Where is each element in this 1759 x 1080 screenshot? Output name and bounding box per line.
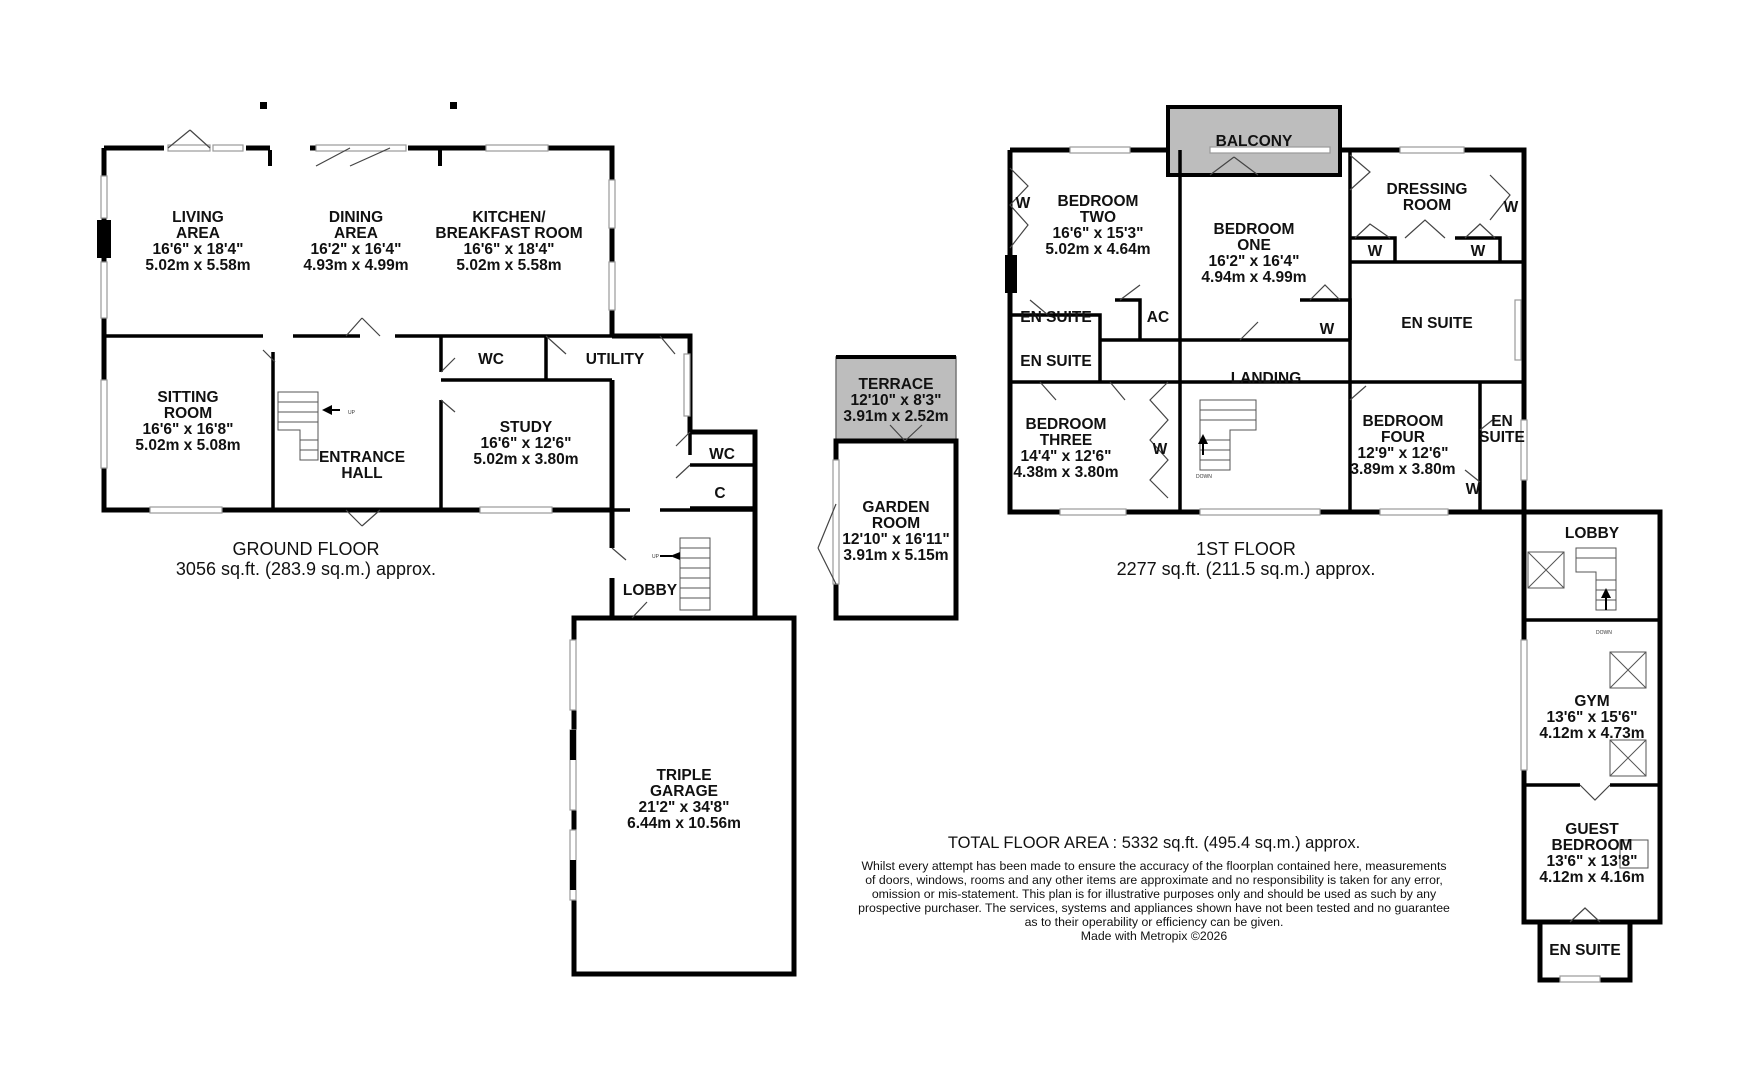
stair-up-label: UP bbox=[652, 554, 660, 560]
ground-floor-area: 3056 sq.ft. (283.9 sq.m.) approx. bbox=[176, 559, 436, 579]
room-utility: UTILITY bbox=[586, 351, 645, 368]
stair-down-label: DOWN bbox=[1196, 474, 1212, 480]
room-en-suite-2: EN SUITE bbox=[1020, 353, 1091, 370]
room-en-suite-1: EN SUITE bbox=[1020, 309, 1091, 326]
ground-floor-stairs bbox=[277, 391, 711, 611]
total-floor-area: TOTAL FLOOR AREA : 5332 sq.ft. (495.4 sq… bbox=[948, 834, 1360, 852]
room-balcony: BALCONY bbox=[1216, 133, 1293, 150]
room-wc-ground-2: WC bbox=[709, 446, 735, 463]
wardrobe-label: W bbox=[1320, 321, 1335, 338]
wardrobe-label: W bbox=[1016, 195, 1031, 212]
floor-titles: GROUND FLOOR 3056 sq.ft. (283.9 sq.m.) a… bbox=[176, 539, 1375, 579]
first-floor-doors bbox=[1009, 154, 1649, 923]
footer-notes: TOTAL FLOOR AREA : 5332 sq.ft. (495.4 sq… bbox=[858, 834, 1450, 943]
room-en-suite-main: EN SUITE bbox=[1401, 315, 1472, 332]
disclaimer-line: as to their operability or efficiency ca… bbox=[1025, 915, 1284, 929]
disclaimer-line: omission or mis-statement. This plan is … bbox=[872, 887, 1437, 901]
first-floor-title: 1ST FLOOR bbox=[1196, 539, 1296, 559]
wardrobe-label: W bbox=[1466, 481, 1481, 498]
wardrobe-label: W bbox=[1504, 199, 1519, 216]
wardrobe-label: W bbox=[1153, 441, 1168, 458]
room-ac: AC bbox=[1147, 309, 1169, 326]
room-cupboard-ground: C bbox=[714, 485, 725, 502]
first-floor-area: 2277 sq.ft. (211.5 sq.m.) approx. bbox=[1117, 559, 1376, 579]
ground-floor-windows bbox=[97, 144, 691, 901]
room-landing: LANDING bbox=[1231, 370, 1302, 387]
ground-floor-walls bbox=[101, 102, 797, 977]
wardrobe-label: W bbox=[1471, 243, 1486, 260]
room-lobby-first: LOBBY bbox=[1565, 525, 1620, 542]
first-floor-windows bbox=[1005, 146, 1601, 983]
disclaimer-line: prospective purchaser. The services, sys… bbox=[858, 901, 1450, 915]
disclaimer-line: of doors, windows, rooms and any other i… bbox=[865, 873, 1443, 887]
disclaimer-line: Whilst every attempt has been made to en… bbox=[861, 859, 1446, 873]
room-wc-ground: WC bbox=[478, 351, 504, 368]
stair-down-label: DOWN bbox=[1596, 630, 1612, 636]
room-en-suite-guest: EN SUITE bbox=[1549, 942, 1620, 959]
wardrobe-label: W bbox=[1368, 243, 1383, 260]
outbuilding bbox=[817, 355, 959, 621]
first-floor-stairs bbox=[1198, 399, 1617, 611]
made-with-credit: Made with Metropix ©2026 bbox=[1081, 929, 1228, 943]
room-lobby-ground: LOBBY bbox=[623, 582, 678, 599]
ground-floor-doors bbox=[167, 129, 691, 619]
stair-up-label: UP bbox=[348, 410, 356, 416]
ground-floor-title: GROUND FLOOR bbox=[232, 539, 379, 559]
